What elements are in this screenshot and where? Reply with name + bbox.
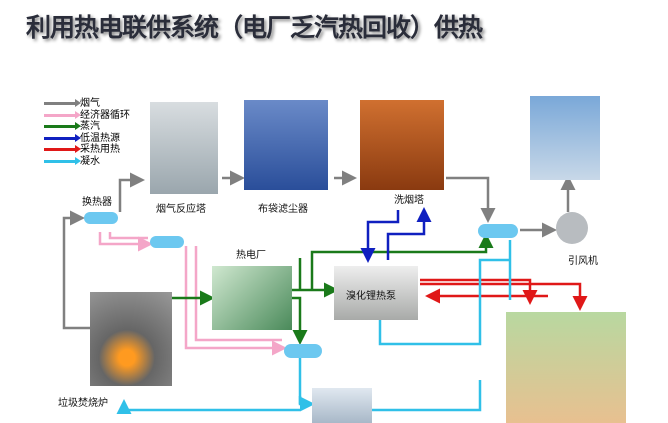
heat-exchanger-4 <box>284 344 322 358</box>
power-plant-image <box>212 266 292 330</box>
label-bag-filter: 布袋滤尘器 <box>258 204 308 215</box>
page-title: 利用热电联供系统（电厂乏汽热回收）供热 <box>26 13 483 42</box>
label-flue-reactor: 烟气反应塔 <box>156 204 206 215</box>
legend-item: 凝水 <box>44 156 130 168</box>
legend: 烟气 经济器循环 蒸汽 低温热源 采热用热 凝水 <box>44 98 130 167</box>
water-tank-image <box>312 388 372 423</box>
fan-image <box>556 212 588 244</box>
incinerator-image <box>90 292 172 386</box>
label-incinerator: 垃圾焚烧炉 <box>58 398 108 409</box>
bag-filter-image <box>244 100 328 190</box>
legend-item: 采热用热 <box>44 144 130 156</box>
chimney-image <box>530 96 600 180</box>
heat-exchanger-3 <box>478 224 518 238</box>
heat-pump-image <box>334 266 418 320</box>
residential-area-image <box>506 312 626 423</box>
scrubber-image <box>360 100 444 190</box>
legend-item: 经济器循环 <box>44 110 130 122</box>
label-power-plant: 热电厂 <box>236 250 266 261</box>
label-heat-pump: 溴化锂热泵 <box>346 291 396 302</box>
label-heat-exchanger: 换热器 <box>82 197 112 208</box>
heat-exchanger-1 <box>84 212 118 224</box>
flue-reactor-image <box>150 102 218 194</box>
heat-exchanger-2 <box>150 236 184 248</box>
legend-item: 蒸汽 <box>44 121 130 133</box>
legend-item: 烟气 <box>44 98 130 110</box>
label-fan: 引风机 <box>568 256 598 267</box>
label-scrubber: 洗烟塔 <box>394 195 424 206</box>
legend-item: 低温热源 <box>44 133 130 145</box>
